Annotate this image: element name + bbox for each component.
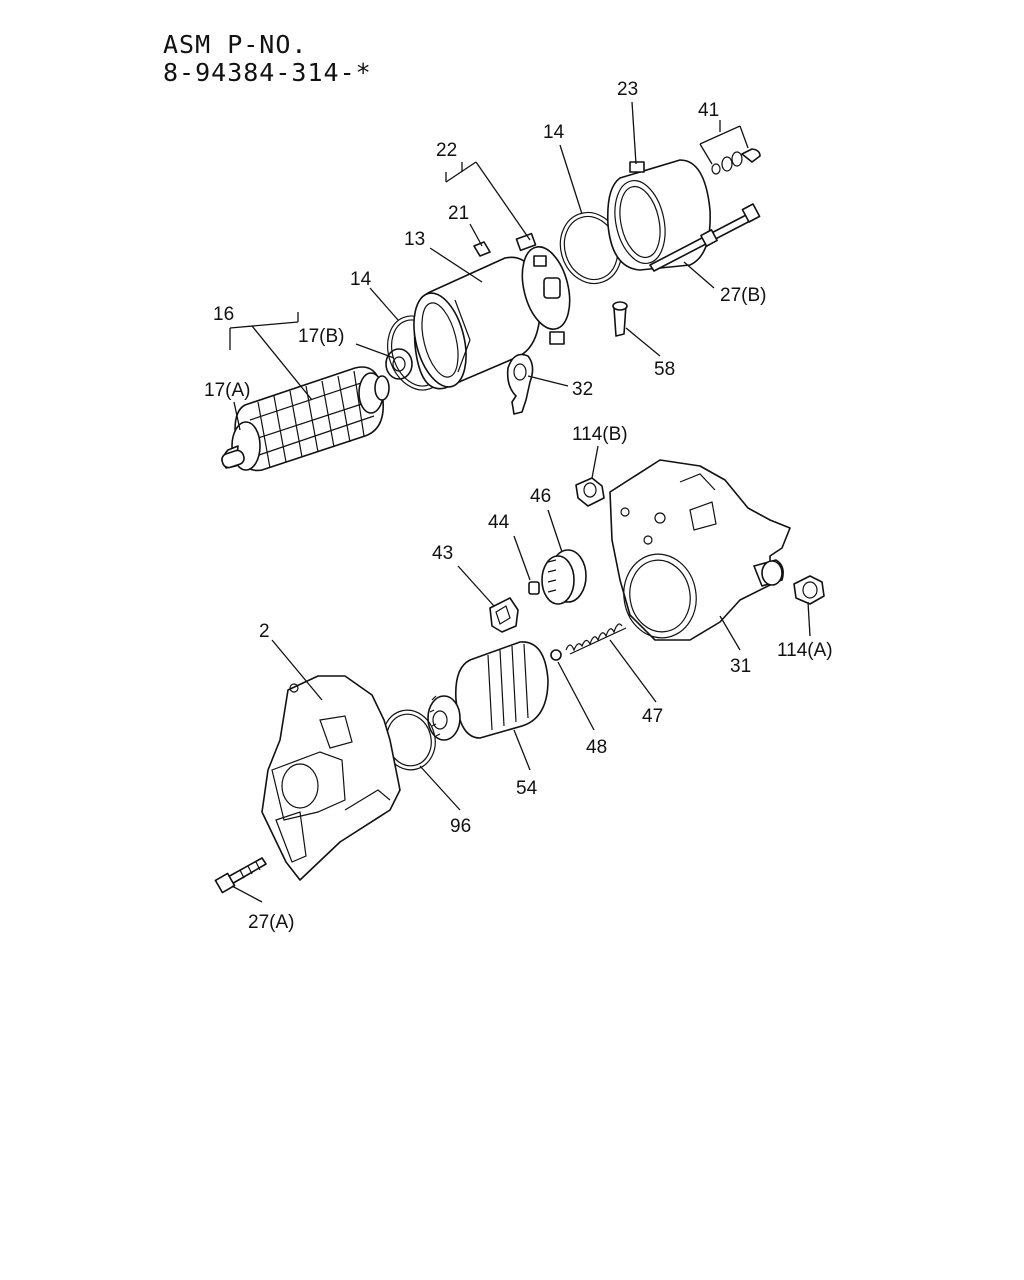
- callout-31: 31: [730, 656, 751, 677]
- leader-lines: [229, 101, 811, 903]
- callout-58: 58: [654, 359, 675, 380]
- bolt-part-27a[interactable]: [214, 857, 267, 894]
- nut-part-114a[interactable]: [793, 575, 825, 605]
- brush-holder-part-22[interactable]: [514, 232, 577, 345]
- callout-14-right: 14: [543, 122, 565, 143]
- callout-44: 44: [488, 512, 510, 533]
- spring-part-47[interactable]: [565, 623, 627, 655]
- callout-23: 23: [617, 79, 638, 100]
- callout-16: 16: [213, 304, 234, 325]
- pinion-clutch-part-54[interactable]: [427, 641, 549, 741]
- callout-27a: 27(A): [248, 912, 294, 933]
- callout-48: 48: [586, 737, 607, 758]
- callout-22: 22: [436, 140, 457, 161]
- callout-32: 32: [572, 379, 593, 400]
- ball-part-48[interactable]: [550, 649, 562, 661]
- callout-114b: 114(B): [572, 424, 628, 445]
- gear-case-part-2[interactable]: [261, 675, 401, 881]
- bearing-part-17b[interactable]: [385, 348, 413, 380]
- callout-96: 96: [450, 816, 471, 837]
- idler-gear-part-46[interactable]: [541, 549, 587, 605]
- lever-part-32[interactable]: [506, 353, 534, 415]
- callout-21: 21: [448, 203, 469, 224]
- callout-14-left: 14: [350, 269, 372, 290]
- housing-part-31[interactable]: [609, 459, 791, 644]
- callout-114a: 114(A): [777, 640, 833, 661]
- assembly-part-number: 8-94384-314-*: [163, 58, 372, 87]
- through-bolt-part-27b[interactable]: [649, 203, 761, 272]
- roller-part-44[interactable]: [528, 581, 540, 595]
- callout-43: 43: [432, 543, 453, 564]
- callout-41: 41: [698, 100, 719, 121]
- callout-27b: 27(B): [720, 285, 766, 306]
- retainer-part-43[interactable]: [489, 597, 519, 633]
- screw-washers-part-41[interactable]: [711, 148, 761, 175]
- callout-13: 13: [404, 229, 425, 250]
- callout-54: 54: [516, 778, 538, 799]
- assembly-number-label: ASM P-NO.: [163, 30, 308, 59]
- brush-spring-part-21[interactable]: [473, 241, 491, 257]
- rear-cover-part-23[interactable]: [606, 159, 711, 271]
- callout-47: 47: [642, 706, 663, 727]
- callout-2: 2: [259, 621, 270, 642]
- callout-17b: 17(B): [298, 326, 344, 347]
- armature-part-16[interactable]: [220, 366, 390, 472]
- callout-17a: 17(A): [204, 380, 250, 401]
- nut-part-114b[interactable]: [575, 477, 605, 507]
- callout-46: 46: [530, 486, 551, 507]
- yoke-part-13[interactable]: [405, 256, 541, 392]
- callout-labels: 2 13 14 14 16 17(A) 17(B) 21 22 23 27(A)…: [204, 79, 833, 933]
- bushing-part-58[interactable]: [612, 301, 628, 337]
